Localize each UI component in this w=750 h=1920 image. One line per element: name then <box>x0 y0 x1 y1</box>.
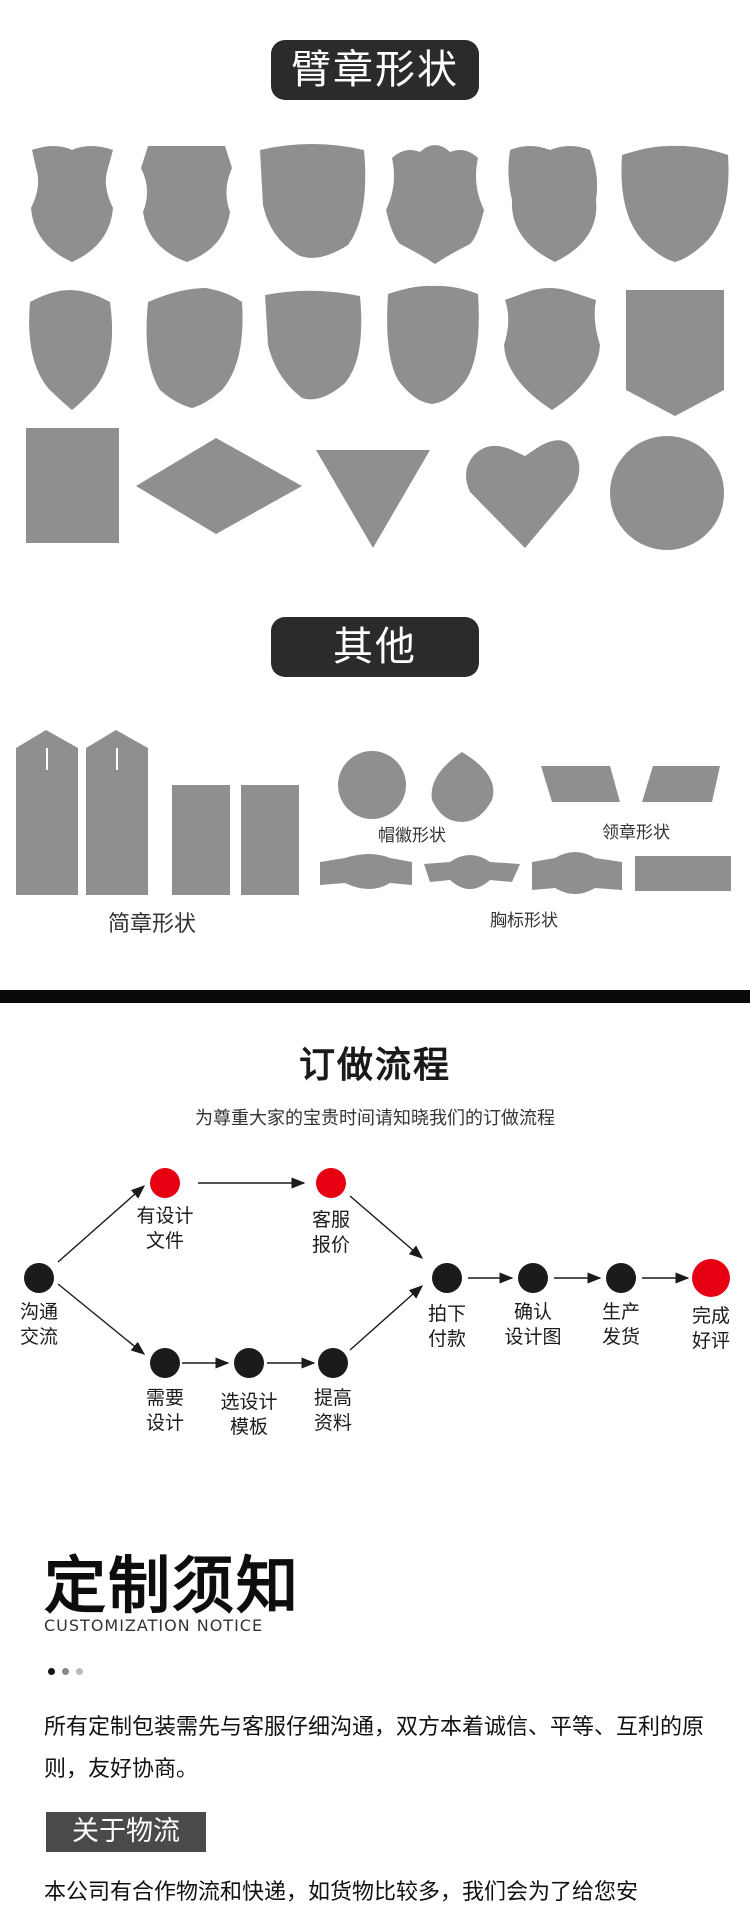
other-title: 其他 <box>333 624 417 670</box>
strip-shape-4 <box>241 785 299 895</box>
node-has-design <box>150 1168 180 1198</box>
shield-shape-1 <box>31 146 113 262</box>
label-quote: 客服 报价 <box>311 1209 350 1256</box>
armband-title: 臂章形状 <box>291 47 459 93</box>
shield-shape-5 <box>508 146 598 262</box>
chest-badge-3 <box>532 852 622 894</box>
shield-shape-10 <box>387 285 479 404</box>
collar-shape-1 <box>541 766 620 802</box>
collar-shape-2 <box>642 766 720 802</box>
strip-shape-2 <box>86 730 148 895</box>
logistics-tag: 关于物流 <box>46 1812 206 1852</box>
notice-paragraph-1: 所有定制包装需先与客服仔细沟通，双方本着诚信、平等、互利的原则，友好协商。 <box>44 1715 705 1782</box>
shield-shape-7 <box>29 290 113 410</box>
label-has-design: 有设计 文件 <box>136 1205 194 1252</box>
shield-shape-2 <box>141 146 232 262</box>
process-subtitle: 为尊重大家的宝贵时间请知晓我们的订做流程 <box>195 1108 555 1129</box>
node-quote <box>316 1168 346 1198</box>
chest-badge-1 <box>320 854 412 889</box>
armband-title-badge: 臂章形状 <box>271 40 479 100</box>
node-need-design <box>150 1348 180 1378</box>
dot-active <box>48 1668 55 1675</box>
label-done: 完成 好评 <box>691 1305 730 1352</box>
chest-badge-label: 胸标形状 <box>490 911 558 931</box>
process-flowchart: 沟通 交流 有设计 文件 客服 报价 需要 设计 选设计 模板 提高 资料 拍下… <box>0 1150 750 1460</box>
chest-badge-2 <box>424 855 520 889</box>
diamond-shape <box>136 438 302 534</box>
triangle-shape <box>316 450 430 548</box>
node-confirm <box>518 1263 548 1293</box>
label-produce: 生产 发货 <box>601 1301 640 1348</box>
shield-shape-6 <box>621 145 729 262</box>
heart-shape <box>466 440 580 548</box>
label-pay: 拍下 付款 <box>427 1303 466 1350</box>
collar-shape-label: 领章形状 <box>602 823 670 843</box>
cap-badge-label: 帽徽形状 <box>378 826 446 846</box>
notice-title: 定制须知 <box>44 1549 301 1622</box>
square-shape <box>26 428 119 543</box>
node-communicate <box>24 1263 54 1293</box>
shape-gallery <box>16 144 731 895</box>
arrow-quote-to-pay <box>349 1195 424 1259</box>
arrow-info-to-pay <box>349 1285 424 1351</box>
pagination-dots <box>48 1660 90 1679</box>
shield-shape-3 <box>260 144 366 258</box>
label-communicate: 沟通 交流 <box>19 1301 58 1348</box>
arrow-communicate-to-need-design <box>57 1283 146 1355</box>
notice-subtitle: CUSTOMIZATION NOTICE <box>44 1616 264 1635</box>
node-done <box>692 1259 730 1297</box>
shield-shape-11 <box>504 288 600 410</box>
shield-shape-4 <box>386 145 484 264</box>
label-need-design: 需要 设计 <box>145 1387 184 1434</box>
shield-shape-9 <box>265 290 362 400</box>
arrow-communicate-to-has-design <box>57 1185 146 1263</box>
shield-shape-12 <box>626 290 724 416</box>
other-title-badge: 其他 <box>271 617 479 677</box>
node-pay <box>432 1263 462 1293</box>
node-provide-info <box>318 1348 348 1378</box>
circle-shape <box>610 436 724 550</box>
notice-paragraph-2: 本公司有合作物流和快递，如货物比较多，我们会为了给您安 <box>44 1880 639 1905</box>
label-confirm: 确认 设计图 <box>504 1301 562 1348</box>
flow-arrows <box>57 1177 690 1369</box>
node-choose-template <box>234 1348 264 1378</box>
label-choose-template: 选设计 模板 <box>220 1391 278 1438</box>
cap-badge-circle <box>338 751 406 819</box>
shield-shape-8 <box>146 288 243 408</box>
section-divider <box>0 990 750 1003</box>
process-title: 订做流程 <box>298 1045 451 1086</box>
chest-badge-4 <box>635 856 731 891</box>
strip-shape-label: 简章形状 <box>108 912 197 937</box>
cap-badge-drop <box>431 752 494 822</box>
dot-3 <box>76 1668 83 1675</box>
label-provide-info: 提高 资料 <box>313 1387 352 1434</box>
strip-shape-1 <box>16 730 78 895</box>
strip-shape-3 <box>172 785 230 895</box>
dot-2 <box>62 1668 69 1675</box>
node-produce <box>606 1263 636 1293</box>
